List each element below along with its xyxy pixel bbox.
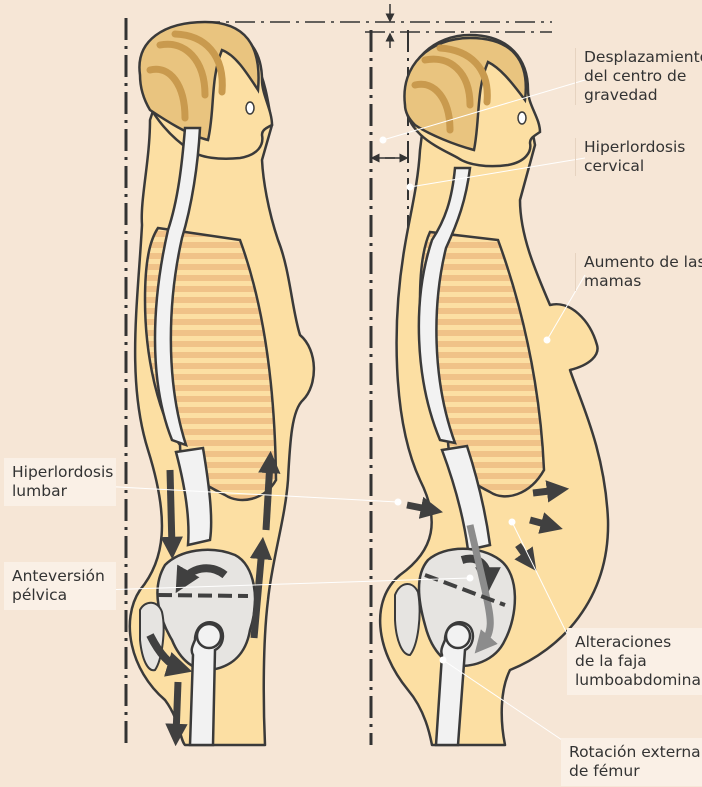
pubis-pregnant xyxy=(395,584,420,655)
arrow-lumbar-push xyxy=(407,505,432,510)
arrow-down-left xyxy=(170,470,172,548)
ear xyxy=(246,102,254,114)
ear-pregnant xyxy=(518,112,526,124)
label-anteversion-pelvica: Anteversión pélvica xyxy=(4,562,116,610)
label-hiperlordosis-cervical: Hiperlordosis cervical xyxy=(575,138,685,176)
label-alteraciones-faja: Alteraciones de la faja lumboabdominal xyxy=(567,628,702,695)
label-aumento-mamas: Aumento de las mamas xyxy=(575,253,702,291)
arrow-abdomen-1 xyxy=(533,490,558,493)
femur-head xyxy=(197,624,221,648)
femur-head-pregnant xyxy=(446,624,470,648)
arrow-down-femur xyxy=(176,682,178,735)
label-rotacion-femur: Rotación externa de fémur xyxy=(561,738,702,786)
arrow-up-left-back xyxy=(266,462,270,530)
label-desplazamiento-centro-gravedad: Desplazamiento del centro de gravedad xyxy=(575,48,702,105)
label-hiperlordosis-lumbar: Hiperlordosis lumbar xyxy=(4,458,116,506)
normal-figure xyxy=(126,18,314,745)
